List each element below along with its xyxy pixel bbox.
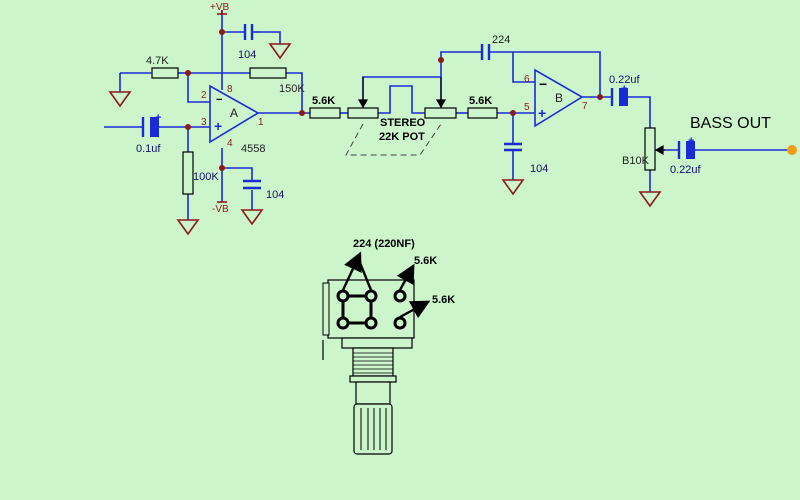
svg-text:+: + — [538, 105, 546, 121]
pot-label-line1: STEREO — [380, 117, 426, 129]
c-input-label: 0.1uf — [136, 143, 161, 155]
wires — [104, 10, 792, 220]
pot-cap-label: 224 (220NF) — [353, 238, 415, 250]
lug-bottom-right — [393, 316, 407, 330]
svg-text:−: − — [539, 76, 547, 92]
vplus-label: +VB — [210, 2, 230, 13]
pin-a-minus: 2 — [201, 90, 207, 101]
lug-top-left — [336, 289, 350, 303]
r-5k6-left-label: 5.6K — [312, 95, 335, 107]
opamp-a: − + A — [209, 84, 260, 144]
pin-a-gnd: 4 — [227, 138, 233, 149]
supply-markers — [217, 10, 227, 203]
ground-symbols — [108, 43, 662, 236]
capacitors — [141, 24, 695, 190]
resistor-5k6-left — [309, 107, 341, 119]
pot-left — [347, 107, 379, 119]
component-labels: +VB -VB 104 104 4.7K 150K 100K 0.1uf 455… — [136, 2, 771, 215]
svg-text:+: + — [621, 83, 627, 95]
junctions — [185, 29, 603, 171]
pot-r-lower-label: 5.6K — [432, 294, 455, 306]
ic-name-label: 4558 — [241, 143, 265, 155]
vminus-label: -VB — [212, 204, 229, 215]
c-out1-label: 0.22uf — [609, 74, 641, 86]
pin-b-plus: 5 — [524, 102, 530, 113]
pot-b10k-label: B10K — [622, 155, 650, 167]
c-top-label: 104 — [238, 49, 256, 61]
c-bottom-label: 104 — [266, 189, 284, 201]
resistors — [120, 67, 656, 195]
opamp-b: − + B — [534, 68, 584, 128]
pin-a-vcc: 8 — [227, 84, 233, 95]
pot-b10k — [644, 127, 656, 171]
c-filter-label: 104 — [530, 163, 548, 175]
opamp-b-label: B — [555, 91, 563, 105]
lug-bottom-mid — [364, 316, 378, 330]
resistor-150k — [249, 67, 287, 79]
pin-a-plus: 3 — [201, 117, 207, 128]
pot-wiring-diagram: 224 (220NF) 5.6K 5.6K — [322, 238, 455, 455]
bass-out-label: BASS OUT — [690, 115, 771, 132]
c-224-label: 224 — [492, 34, 510, 46]
pot-r-upper-label: 5.6K — [414, 255, 437, 267]
pin-a-out: 1 — [258, 117, 264, 128]
c-out2-label: 0.22uf — [670, 164, 702, 176]
lug-bottom-left — [336, 316, 350, 330]
svg-text:−: − — [216, 94, 222, 106]
r-5k6-right-label: 5.6K — [469, 95, 492, 107]
svg-text:+: + — [214, 118, 222, 134]
resistor-4k7 — [151, 67, 179, 79]
svg-text:+: + — [155, 112, 161, 124]
polarity-marks: + + + — [155, 83, 694, 147]
lug-top-right — [393, 289, 407, 303]
resistor-5k6-right — [467, 107, 498, 119]
r-150k-label: 150K — [279, 83, 305, 95]
resistor-100k — [182, 151, 194, 195]
pin-b-minus: 6 — [524, 74, 530, 85]
opamp-a-label: A — [230, 106, 238, 120]
lug-top-mid — [364, 289, 378, 303]
r-100k-label: 100K — [193, 171, 219, 183]
pot-right — [424, 107, 457, 119]
pot-wipers — [357, 77, 665, 156]
bass-out-terminal[interactable] — [787, 145, 797, 155]
pin-numbers: 2 3 1 8 4 6 5 7 — [201, 74, 588, 149]
pot-label-line2: 22K POT — [379, 131, 425, 143]
r-4k7-label: 4.7K — [146, 55, 169, 67]
pin-b-out: 7 — [582, 101, 588, 112]
svg-text:+: + — [688, 135, 694, 147]
pot-gang-linkage — [345, 123, 442, 156]
